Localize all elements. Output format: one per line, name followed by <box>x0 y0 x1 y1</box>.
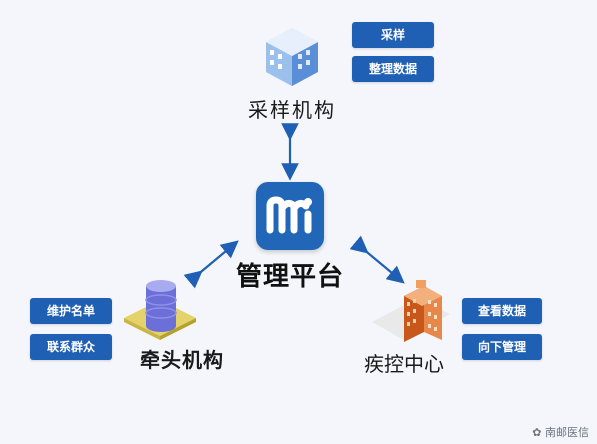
lead-institution-label: 牵头机构 <box>140 348 224 372</box>
sampling-institution-label: 采样机构 <box>248 98 336 122</box>
tag-sampling: 采样 <box>352 22 434 48</box>
tag-contact-public: 联系群众 <box>30 334 112 360</box>
tag-manage-downward: 向下管理 <box>462 334 542 360</box>
watermark-icon: ✿ <box>532 426 545 439</box>
tag-view-data: 查看数据 <box>462 298 542 324</box>
tag-organize-data: 整理数据 <box>352 56 434 82</box>
platform-logo-icon <box>266 196 312 234</box>
platform-logo <box>256 182 324 250</box>
cdc-label: 疾控中心 <box>364 352 444 376</box>
management-platform-label: 管理平台 <box>236 262 345 292</box>
tag-maintain-list: 维护名单 <box>30 298 112 324</box>
watermark-text: 南邮医信 <box>545 426 589 439</box>
arrow-right-center <box>349 235 405 284</box>
arrow-left-center <box>183 240 239 289</box>
watermark: ✿ 南邮医信 <box>532 424 589 440</box>
